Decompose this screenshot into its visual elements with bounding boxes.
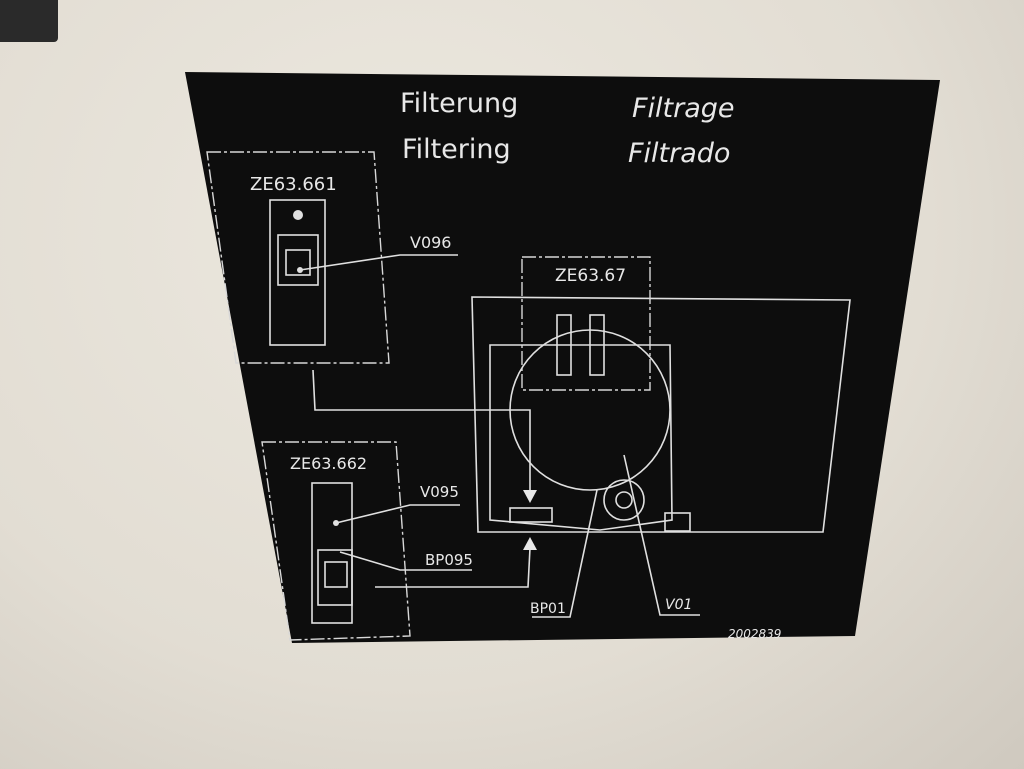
filter-cartridge-2	[589, 314, 605, 376]
outlet-block	[664, 512, 691, 532]
tank-outline	[489, 344, 673, 531]
pump-drawing	[603, 479, 645, 521]
plate-background	[185, 72, 940, 643]
callout-v01: V01	[665, 597, 692, 613]
module-ze63-67-label: ZE63.67	[555, 266, 626, 286]
inlet-block	[509, 507, 553, 523]
callout-line-v01	[623, 454, 700, 616]
callout-line-v095	[335, 504, 460, 524]
callout-v096: V096	[410, 233, 451, 252]
callout-line-v096	[299, 254, 458, 271]
module-ze63-661-label: ZE63.661	[250, 174, 337, 195]
arrow-down-icon	[523, 490, 537, 503]
callout-bp095: BP095	[425, 551, 473, 569]
callout-line-bp095	[339, 551, 472, 571]
module-ze63-662-frame	[261, 441, 411, 641]
callout-v095: V095	[420, 483, 459, 501]
callout-bp01: BP01	[530, 601, 566, 617]
module-ze63-661-frame	[206, 151, 390, 364]
title-en: Filtering	[402, 134, 511, 165]
title-fr: Filtrage	[632, 93, 735, 124]
part-number: 2002839	[728, 627, 781, 641]
callout-line-bp01	[532, 489, 598, 618]
title-es: Filtrado	[628, 138, 730, 169]
filter-cartridge-1	[556, 314, 572, 376]
title-de: Filterung	[400, 88, 518, 119]
arrow-up-icon	[523, 537, 537, 550]
flow-line-top	[312, 369, 531, 495]
machine-outline	[471, 296, 851, 533]
flow-line-bottom	[375, 547, 531, 588]
module-ze63-662-label: ZE63.662	[290, 454, 367, 473]
wall-switch	[0, 0, 58, 42]
